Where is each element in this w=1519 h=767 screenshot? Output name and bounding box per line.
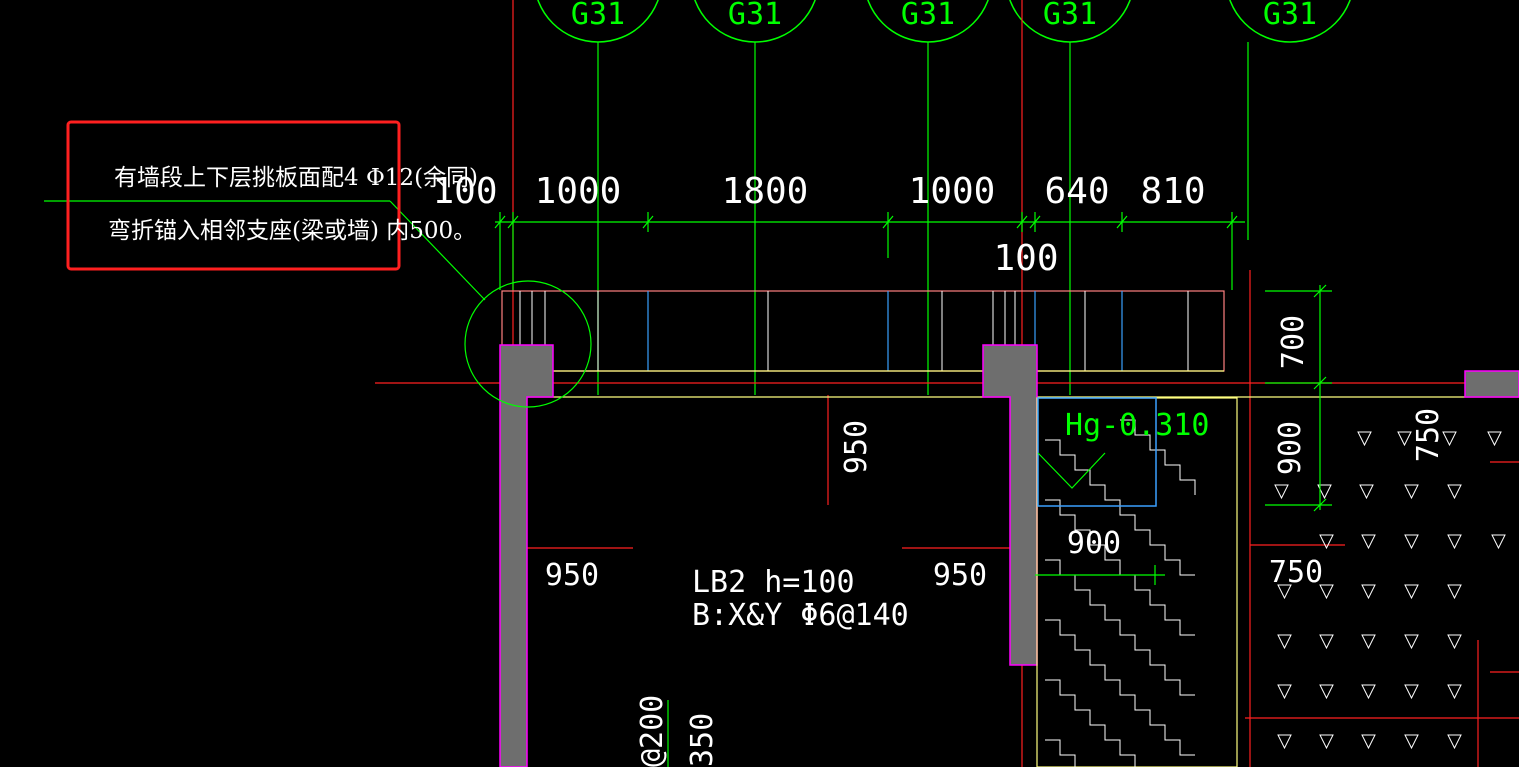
top-dimension-values: 100 1000 1800 1000 640 810 100	[432, 171, 1205, 279]
horizontal-dimension-value: 900	[1067, 526, 1121, 561]
annotation-highlight-frame[interactable]	[66, 120, 401, 271]
axis-bubble-label: G31	[1043, 0, 1097, 32]
horizontal-dimension-values: 950 950 900 750	[545, 526, 1323, 593]
slab-name-label: LB2 h=100	[692, 565, 855, 600]
wall-middle[interactable]	[982, 344, 1038, 666]
axis-bubble[interactable]	[1226, 0, 1354, 43]
dimension-value: 1000	[909, 171, 996, 212]
dimension-value: 640	[1044, 171, 1109, 212]
axis-bubble-labels: G31 G31 G31 G31 G31	[571, 0, 1317, 32]
wall-left[interactable]	[499, 344, 554, 767]
annotation-line-1: 有墙段上下层挑板面配4 Φ12(余同)	[114, 165, 478, 191]
horizontal-dimension-value: 750	[1269, 555, 1323, 590]
horizontal-dimension-value: 950	[545, 558, 599, 593]
top-dimension-chain	[494, 212, 1245, 290]
hatched-area-stairs	[1036, 397, 1238, 767]
partial-vertical-text: @200	[635, 695, 670, 767]
dimension-value: 810	[1140, 171, 1205, 212]
vertical-dimension-value: 750	[1411, 408, 1446, 462]
walls	[499, 344, 1519, 767]
wall-right[interactable]	[1464, 370, 1519, 398]
vertical-dimension-value: 900	[1273, 421, 1308, 475]
horizontal-dimension-value: 950	[933, 558, 987, 593]
callout-leader	[44, 200, 592, 408]
axis-bubble-label: G31	[1263, 0, 1317, 32]
opening-box	[1037, 397, 1157, 507]
vertical-dimension-value: 950	[839, 420, 874, 474]
axis-bubble-label: G31	[571, 0, 625, 32]
dimension-value-under: 100	[993, 238, 1058, 279]
annotation-line-2: 弯折锚入相邻支座(梁或墙) 内500。	[108, 218, 476, 244]
dimension-value: 1000	[535, 171, 622, 212]
elevation-label: Hg-0.310	[1065, 408, 1210, 443]
dimension-value: 100	[432, 171, 497, 212]
dimension-value: 1800	[722, 171, 809, 212]
partial-vertical-text: 350	[685, 713, 720, 767]
slab-rebar-label: B:X&Y Φ6@140	[692, 598, 909, 633]
right-vertical-dimension-values: 700 950 900 750	[839, 315, 1446, 475]
axis-bubble-label: G31	[901, 0, 955, 32]
vertical-dimension-value: 700	[1276, 315, 1311, 369]
hatched-area-triangles	[1274, 431, 1506, 750]
axis-bubble-label: G31	[728, 0, 782, 32]
right-vertical-dimensions	[1035, 284, 1332, 585]
axis-lines	[597, 42, 1249, 395]
